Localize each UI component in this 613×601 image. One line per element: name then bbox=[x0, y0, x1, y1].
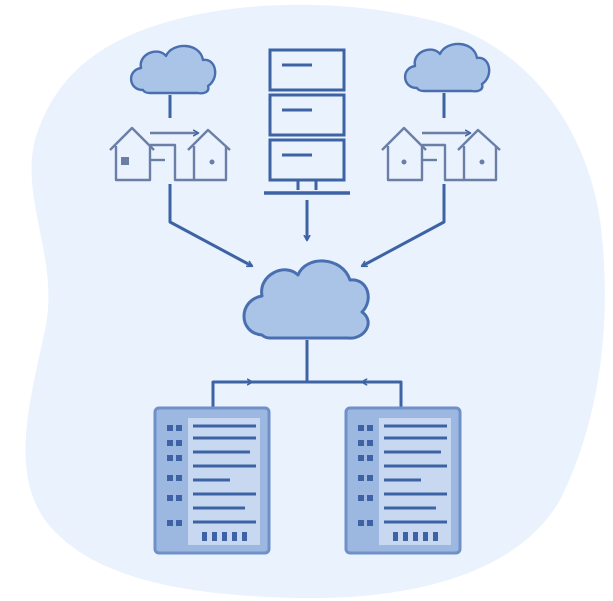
server-rack-icon bbox=[344, 406, 462, 555]
houses-icon bbox=[109, 126, 231, 182]
connector-arrow bbox=[168, 184, 252, 268]
branch-connector bbox=[211, 340, 403, 408]
houses-icon bbox=[381, 126, 501, 182]
connector-arrow bbox=[362, 184, 446, 268]
server-rack-icon bbox=[153, 406, 271, 555]
cloud-icon bbox=[403, 42, 491, 93]
cloud-icon bbox=[129, 44, 217, 95]
computer-icon bbox=[264, 48, 350, 195]
cloud-icon bbox=[242, 259, 370, 340]
